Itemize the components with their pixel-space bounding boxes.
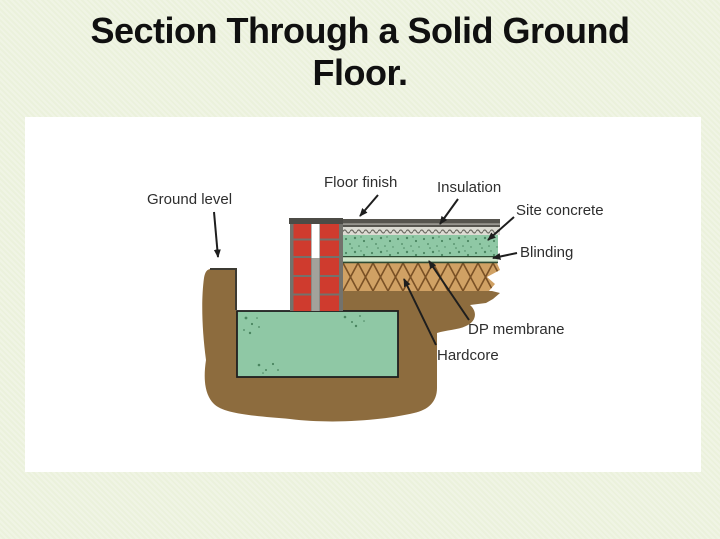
hardcore-arrow <box>403 278 437 346</box>
page-title: Section Through a Solid Ground Floor. <box>90 10 630 94</box>
leader-arrows <box>213 194 518 346</box>
dp-membrane-arrow <box>428 260 470 321</box>
insulation-arrow <box>439 198 459 225</box>
hardcore-layer <box>343 263 500 291</box>
dp-membrane-label: DP membrane <box>468 321 565 338</box>
wall-top-cap <box>289 218 343 224</box>
bricks <box>293 224 339 311</box>
brick-wall <box>289 218 343 311</box>
floor-finish-label: Floor finish <box>324 174 398 191</box>
insulation-label: Insulation <box>437 179 502 196</box>
blinding-label: Blinding <box>520 244 574 261</box>
site-concrete-arrow <box>487 216 515 241</box>
site-concrete-label: Site concrete <box>516 202 604 219</box>
insulation-layer <box>343 227 500 235</box>
blinding-layer <box>343 255 498 264</box>
foundation-speckles <box>243 315 365 374</box>
ground-level-arrow <box>213 211 221 258</box>
blinding-arrow <box>492 252 518 260</box>
foundation-block <box>236 310 399 378</box>
floor-finish-layer <box>343 219 500 227</box>
site-concrete-layer <box>343 235 498 256</box>
wall-cavity <box>311 224 320 258</box>
hardcore-label: Hardcore <box>437 347 499 364</box>
ground-level-label: Ground level <box>147 191 233 208</box>
floor-finish-arrow <box>359 194 379 217</box>
